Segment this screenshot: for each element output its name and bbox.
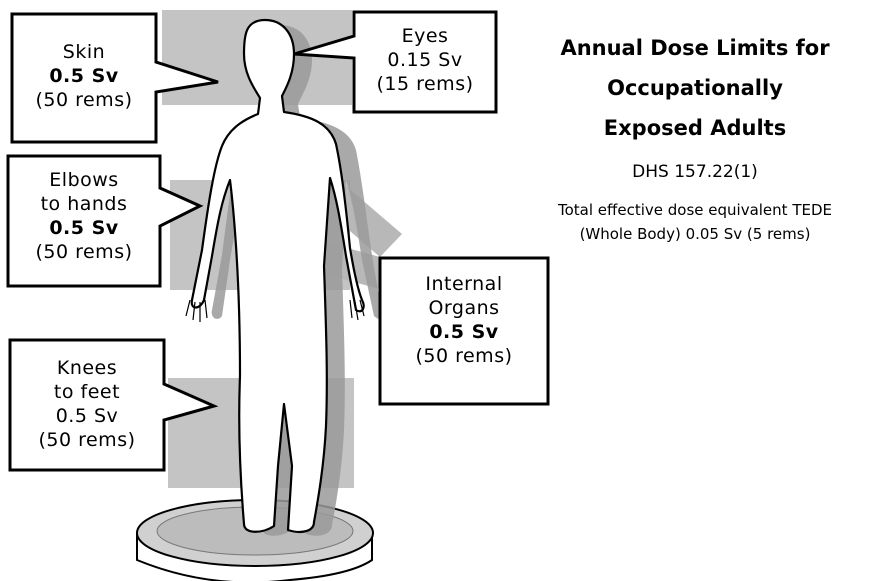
eyes-dose-rems: (15 rems)	[356, 72, 494, 96]
skin-label: Skin 0.5 Sv (50 rems)	[14, 40, 154, 112]
knees-label: Knees to feet 0.5 Sv (50 rems)	[12, 356, 162, 452]
eyes-title: Eyes	[356, 24, 494, 48]
elbows-subtitle: to hands	[10, 192, 158, 216]
eyes-label: Eyes 0.15 Sv (15 rems)	[356, 24, 494, 96]
regulation-reference: DHS 157.22(1)	[560, 162, 830, 182]
elbows-dose-sv: 0.5 Sv	[10, 216, 158, 240]
knees-dose-rems: (50 rems)	[12, 428, 162, 452]
skin-dose-sv: 0.5 Sv	[14, 64, 154, 88]
elbows-label: Elbows to hands 0.5 Sv (50 rems)	[10, 168, 158, 264]
skin-title: Skin	[14, 40, 154, 64]
internal-organs-dose-sv: 0.5 Sv	[382, 320, 546, 344]
knees-title: Knees	[12, 356, 162, 380]
knees-subtitle: to feet	[12, 380, 162, 404]
knees-dose-sv: 0.5 Sv	[12, 404, 162, 428]
internal-organs-title: Internal	[382, 272, 546, 296]
title-line-1: Annual Dose Limits for	[530, 28, 860, 68]
internal-organs-label: Internal Organs 0.5 Sv (50 rems)	[382, 272, 546, 368]
tede-note: Total effective dose equivalent TEDE (Wh…	[508, 198, 882, 246]
internal-organs-dose-rems: (50 rems)	[382, 344, 546, 368]
diagram-title: Annual Dose Limits for Occupationally Ex…	[530, 28, 860, 148]
tede-line-1: Total effective dose equivalent TEDE	[508, 198, 882, 222]
elbows-title: Elbows	[10, 168, 158, 192]
tede-line-2: (Whole Body) 0.05 Sv (5 rems)	[508, 222, 882, 246]
skin-dose-rems: (50 rems)	[14, 88, 154, 112]
eyes-dose-sv: 0.15 Sv	[356, 48, 494, 72]
title-line-2: Occupationally	[530, 68, 860, 108]
internal-organs-subtitle: Organs	[382, 296, 546, 320]
elbows-dose-rems: (50 rems)	[10, 240, 158, 264]
title-line-3: Exposed Adults	[530, 108, 860, 148]
